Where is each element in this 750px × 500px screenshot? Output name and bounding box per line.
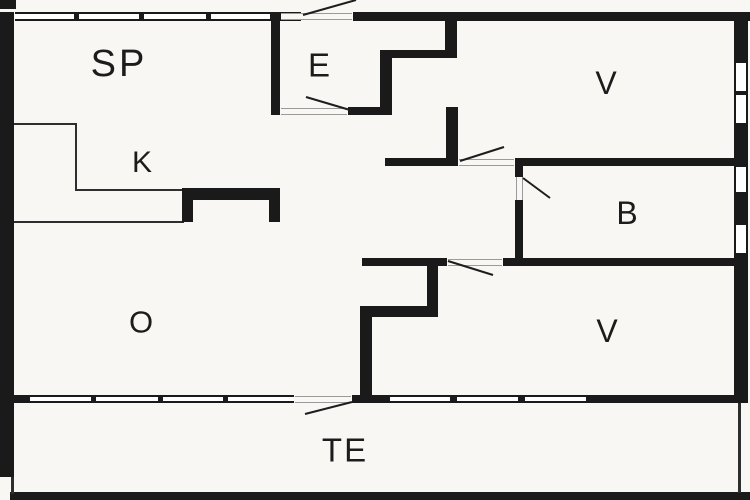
top-wall-right-segment bbox=[353, 12, 750, 21]
window-divider bbox=[450, 397, 457, 401]
bottom-window-band-left bbox=[30, 395, 294, 403]
room-label-sp: SP bbox=[90, 43, 148, 85]
entry-right-wall bbox=[380, 50, 392, 115]
hall-door-opening bbox=[459, 159, 514, 166]
window-divider bbox=[518, 397, 525, 401]
bathroom-door-opening bbox=[516, 177, 523, 200]
terrace-door-swing-line bbox=[304, 401, 353, 415]
top-window-band bbox=[15, 12, 270, 21]
living-zig-vertical-upper bbox=[427, 258, 438, 314]
kitchen-counter-bottom-line bbox=[14, 221, 184, 223]
bathroom-top-wall bbox=[515, 158, 748, 166]
room-label-v-bottom: V bbox=[596, 313, 620, 349]
living-zig-vertical-lower bbox=[360, 306, 372, 403]
window-divider bbox=[91, 397, 96, 401]
right-window-1 bbox=[734, 63, 748, 91]
kitchen-stub-right-leg bbox=[269, 200, 280, 222]
kitchen-stub-top bbox=[182, 188, 280, 200]
bottom-wall-right-segment bbox=[586, 395, 748, 403]
room-label-terrace: TE bbox=[321, 431, 369, 469]
entry-left-wall bbox=[271, 12, 280, 115]
right-window-3 bbox=[734, 167, 748, 192]
terrace-door-opening bbox=[295, 396, 351, 403]
bathroom-door-swing-line bbox=[522, 177, 551, 199]
kitchen-counter-mid-line bbox=[75, 189, 184, 191]
bottom-window-band-right bbox=[390, 395, 586, 403]
room-label-bathroom: B bbox=[616, 195, 640, 231]
entry-bottom-wall bbox=[348, 107, 392, 115]
kitchen-stub-left-leg bbox=[182, 200, 193, 222]
kitchen-counter-top-line bbox=[14, 123, 77, 125]
terrace-left-edge bbox=[11, 477, 14, 494]
terrace-bottom-edge bbox=[10, 492, 750, 500]
window-divider bbox=[223, 397, 228, 401]
hall-right-vertical bbox=[446, 107, 458, 166]
room-label-v-top: V bbox=[595, 65, 619, 101]
bottom-wall-left-corner-block bbox=[14, 395, 30, 403]
top-wall-left-corner bbox=[0, 0, 16, 9]
right-window-2 bbox=[734, 95, 748, 123]
room-label-entry: E bbox=[307, 46, 333, 84]
window-divider bbox=[206, 14, 211, 19]
hall-bottom-wall bbox=[362, 258, 447, 266]
entry-closet-vertical bbox=[445, 12, 457, 58]
window-divider bbox=[74, 14, 79, 19]
kitchen-counter-vertical-line bbox=[75, 123, 77, 191]
entry-inner-door-opening bbox=[281, 108, 347, 115]
window-divider bbox=[158, 397, 163, 401]
entrance-door-opening bbox=[281, 13, 352, 20]
room-label-kitchen: K bbox=[131, 146, 155, 179]
window-divider bbox=[139, 14, 144, 19]
bathroom-left-wall-upper bbox=[515, 158, 523, 177]
left-outer-wall bbox=[0, 12, 14, 477]
entry-step-horizontal bbox=[380, 50, 457, 58]
bedroom-door-opening bbox=[448, 259, 502, 266]
bathroom-bottom-wall bbox=[503, 258, 748, 266]
room-label-living: O bbox=[128, 304, 156, 340]
living-zig-horizontal bbox=[360, 306, 438, 317]
hall-top-wall bbox=[385, 158, 458, 166]
terrace-right-edge bbox=[738, 403, 741, 493]
right-window-4 bbox=[734, 225, 748, 253]
bathroom-left-wall-lower bbox=[515, 200, 523, 266]
